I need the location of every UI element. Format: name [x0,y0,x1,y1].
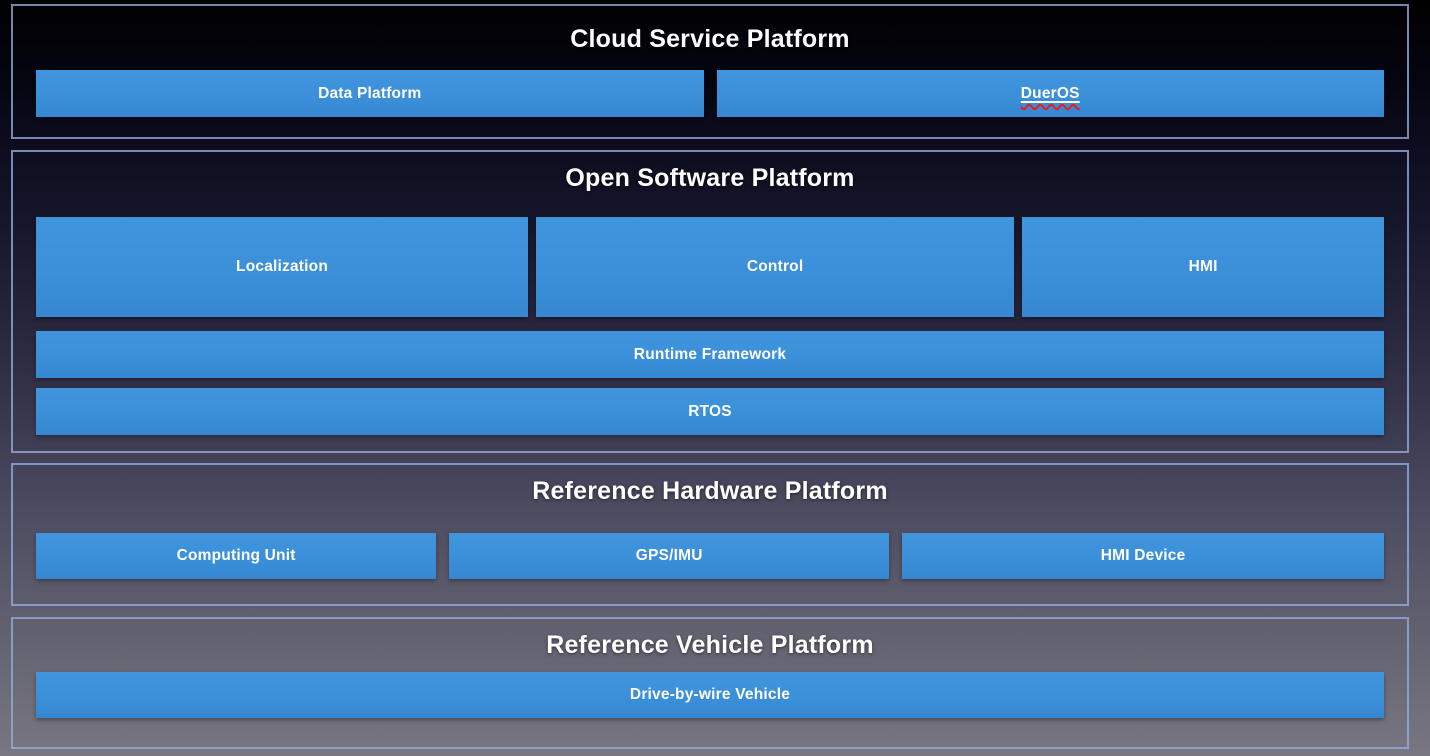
section-title-reference-hardware-platform: Reference Hardware Platform [532,477,888,505]
box-dueros-label: DuerOS [1020,84,1080,102]
box-data-platform-label: Data Platform [318,84,422,102]
hardware-boxes-row: Computing Unit GPS/IMU HMI Device [36,533,1384,579]
section-reference-hardware-platform: Reference Hardware Platform Computing Un… [11,463,1409,606]
section-title-open-software-platform: Open Software Platform [565,164,855,192]
box-rtos: RTOS [36,388,1384,435]
vehicle-boxes-row: Drive-by-wire Vehicle [36,672,1384,718]
software-boxes-row: Localization Control HMI [36,217,1384,317]
section-reference-vehicle-platform: Reference Vehicle Platform Drive-by-wire… [11,617,1409,749]
box-hmi-device-label: HMI Device [1100,547,1186,564]
box-gps-imu: GPS/IMU [449,533,890,579]
box-localization-label: Localization [236,258,328,275]
spellcheck-wavy-underline: DuerOS [1021,85,1080,103]
section-title-reference-vehicle-platform: Reference Vehicle Platform [546,631,874,659]
box-data-platform: Data Platform [36,70,704,117]
box-hmi: HMI [1022,217,1384,317]
box-hmi-label: HMI [1188,258,1218,275]
box-runtime-framework: Runtime Framework [36,331,1384,378]
box-drive-by-wire-vehicle: Drive-by-wire Vehicle [36,672,1384,718]
rtos-row: RTOS [36,388,1384,435]
section-title-cloud-service-platform: Cloud Service Platform [570,25,850,53]
cloud-boxes-row: Data Platform DuerOS [36,70,1384,117]
box-hmi-device: HMI Device [902,533,1384,579]
box-gps-imu-label: GPS/IMU [635,547,703,564]
section-cloud-service-platform: Cloud Service Platform Data Platform Due… [11,4,1409,139]
box-computing-unit-label: Computing Unit [176,547,296,564]
runtime-framework-row: Runtime Framework [36,331,1384,378]
box-drive-by-wire-vehicle-label: Drive-by-wire Vehicle [629,686,791,703]
box-localization: Localization [36,217,529,317]
box-dueros: DuerOS [716,70,1384,117]
box-rtos-label: RTOS [688,402,732,420]
box-control-label: Control [746,258,804,275]
box-runtime-framework-label: Runtime Framework [633,345,787,363]
box-control: Control [536,217,1015,317]
section-open-software-platform: Open Software Platform Localization Cont… [11,150,1409,453]
box-computing-unit: Computing Unit [36,533,437,579]
